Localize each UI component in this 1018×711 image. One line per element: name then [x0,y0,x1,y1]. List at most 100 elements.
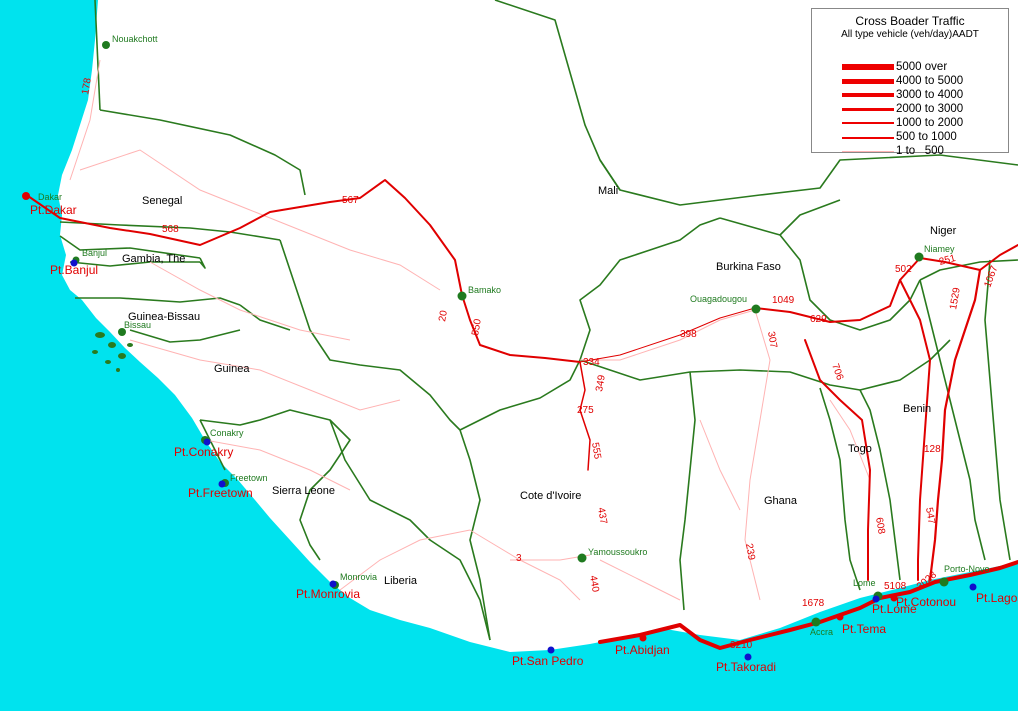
accra-marker [811,617,821,627]
legend-row: 4000 to 5000 [842,74,1002,88]
traffic-1529: 1529 [948,286,963,310]
traffic-3210: 3210 [730,640,753,651]
legend-row: 1 to 500 [842,144,1002,158]
city-banjul-label: Banjul [82,248,107,258]
minor-roads [69,59,871,601]
ouagadougou-marker [751,304,761,314]
traffic-567: 567 [342,195,359,206]
port-markers [70,259,977,661]
port-banjul-marker [70,259,78,267]
port-takoradi-marker [744,653,752,661]
country-benin-label: Benin [903,403,931,415]
port-san-pedro-label: Pt.San Pedro [512,654,584,668]
port-tema-label: Pt.Tema [842,622,886,636]
red-port-markers [22,192,898,642]
city-bissau-label: Bissau [124,320,151,330]
port-abidjan-label: Pt.Abidjan [615,643,670,657]
nouakchott-marker [102,41,110,49]
country-borders [59,0,1018,641]
legend-label: 2000 to 3000 [896,103,964,115]
traffic-437: 437 [595,507,609,526]
traffic-3: 3 [516,553,522,564]
port-lome-marker [872,595,880,603]
port-abidjan-marker [639,634,647,642]
traffic-440: 440 [587,575,601,594]
country-senegal-label: Senegal [142,195,182,207]
traffic-178: 178 [80,77,94,96]
legend-row: 5000 over [842,60,1002,74]
legend-row: 500 to 1000 [842,130,1002,144]
traffic-608: 608 [873,517,887,536]
city-porto-novo-label: Porto-Novo [944,564,990,574]
traffic-275: 275 [577,405,594,416]
port-cotonou-marker [890,594,898,602]
port-lagos-marker [969,583,977,591]
legend-line [842,137,894,139]
traffic-568: 568 [162,224,179,235]
country-gambia-label: Gambia, The [122,253,185,265]
port-lome-label: Pt.Lome [872,602,917,616]
port-dakar-marker [22,192,30,200]
traffic-239: 239 [743,543,757,562]
port-freetown-marker [218,480,226,488]
country-liberia-label: Liberia [384,575,418,587]
traffic-251: 251 [938,253,957,268]
traffic-502: 502 [895,264,912,275]
traffic-550: 550 [470,318,484,337]
traffic-128: 128 [924,444,941,455]
port-takoradi-label: Pt.Takoradi [716,660,776,674]
port-banjul-label: Pt.Banjul [50,263,98,277]
port-conakry-marker [203,438,211,446]
legend-label: 4000 to 5000 [896,75,964,87]
country-sierra-leone-label: Sierra Leone [272,485,335,497]
traffic-398: 398 [680,329,697,340]
country-ghana-label: Ghana [764,495,798,507]
legend-label: 500 to 1000 [896,131,957,143]
city-monrovia-label: Monrovia [340,572,377,582]
traffic-20: 20 [437,309,450,322]
country-togo-label: Togo [848,443,872,455]
country-mali-label: Mali [598,185,618,197]
traffic-legend: Cross Boader Traffic All type vehicle (v… [811,8,1009,157]
port-dakar-label: Pt.Dakar [30,203,77,217]
legend-line [842,79,894,84]
legend-line [842,122,894,124]
traffic-1049: 1049 [772,295,795,306]
country-guinea-label: Guinea [214,363,250,375]
port-freetown-label: Pt.Freetown [188,486,253,500]
traffic-555: 555 [589,442,603,461]
city-yamoussoukro-label: Yamoussoukro [588,547,647,557]
legend-row: 2000 to 3000 [842,102,1002,116]
port-monrovia-marker [329,580,337,588]
country-burkina-faso-label: Burkina Faso [716,261,781,273]
city-lome-label: Lome [853,578,876,588]
legend-title: Cross Boader Traffic [855,14,965,28]
traffic-547: 547 [923,507,937,526]
port-monrovia-label: Pt.Monrovia [296,587,360,601]
city-niamey-label: Niamey [924,244,955,254]
city-bamako-label: Bamako [468,285,501,295]
porto-novo-marker [939,577,949,587]
country-niger-label: Niger [930,225,957,237]
port-conakry-label: Pt.Conakry [174,445,233,459]
traffic-629: 629 [810,314,827,325]
legend-label: 5000 over [896,61,948,73]
yamoussoukro-marker [577,553,587,563]
city-ouagadougou-label: Ouagadougou [690,294,747,304]
port-san-pedro-marker [547,646,555,654]
bissau-marker [118,328,126,336]
bamako-marker [457,291,467,301]
city-accra-label: Accra [810,627,833,637]
port-tema-marker [836,613,844,621]
legend-line [842,93,894,97]
legend-subtitle: All type vehicle (veh/day)AADT [841,29,979,40]
legend-label: 1 to 500 [896,145,944,157]
traffic-349: 349 [594,374,608,393]
niamey-marker [914,252,924,262]
legend-row: 1000 to 2000 [842,116,1002,130]
city-freetown-label: Freetown [230,473,268,483]
city-dakar-label: Dakar [38,192,62,202]
city-nouakchott-label: Nouakchott [112,34,158,44]
legend-label: 1000 to 2000 [896,117,964,129]
